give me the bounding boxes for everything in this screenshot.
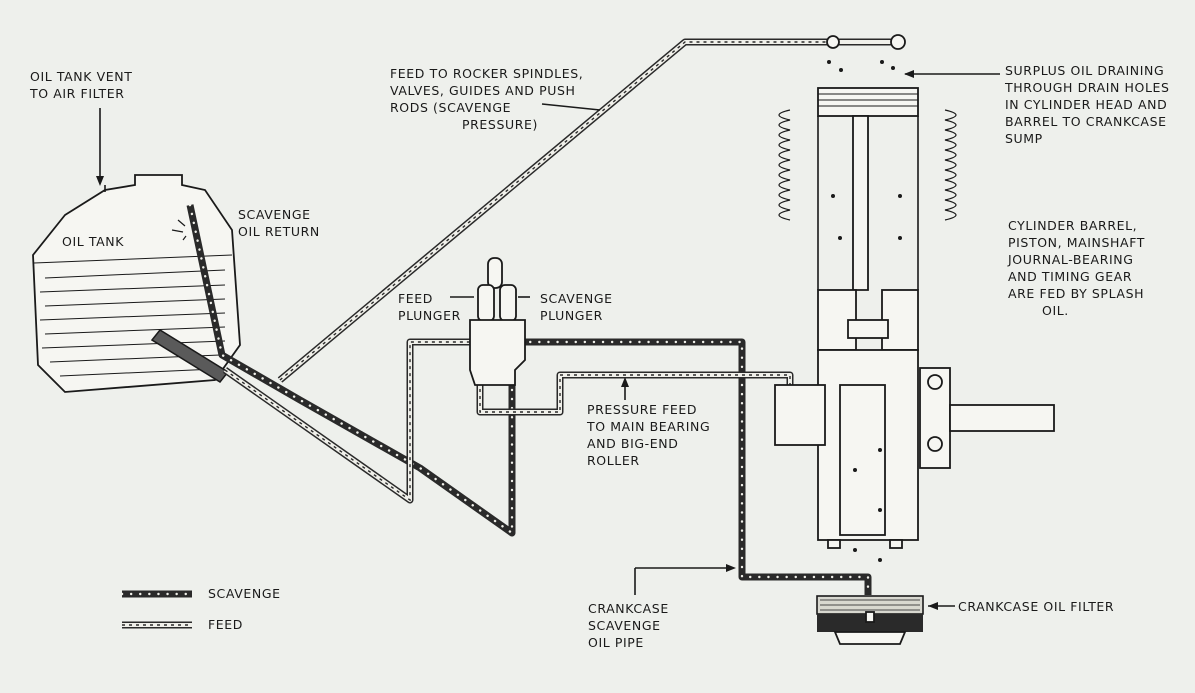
label-line: ARE FED BY SPLASH xyxy=(1008,286,1144,301)
feed-pipe-rocker xyxy=(277,34,906,383)
label-line: OIL TANK VENT xyxy=(30,69,132,84)
label-line: SCAVENGE xyxy=(540,291,613,306)
label-line: OIL. xyxy=(1042,303,1069,318)
label-line: ROLLER xyxy=(587,453,640,468)
oil-tank xyxy=(32,174,241,393)
scavenge-pipe-tank-return xyxy=(186,203,516,537)
label-line: FEED xyxy=(398,291,433,306)
pointer-lines xyxy=(96,70,1000,610)
label-crankcase-oil-filter: CRANKCASE OIL FILTER xyxy=(958,599,1114,614)
label-line: TO MAIN BEARING xyxy=(586,419,710,434)
label-scavenge-oil-return: SCAVENGE OIL RETURN xyxy=(238,207,320,239)
label-pressure-feed: PRESSURE FEED TO MAIN BEARING AND BIG-EN… xyxy=(586,402,710,468)
label-line: SUMP xyxy=(1005,131,1043,146)
feed-pipe-to-plunger xyxy=(222,338,478,504)
label-line: AND TIMING GEAR xyxy=(1008,269,1132,284)
label-feed-plunger: FEED PLUNGER xyxy=(398,291,461,323)
label-line: PLUNGER xyxy=(540,308,603,323)
label-line: PRESSURE) xyxy=(462,117,538,132)
label-line: PISTON, MAINSHAFT xyxy=(1008,235,1145,250)
feed-pipe-main-bearing xyxy=(476,371,794,416)
label-line: BARREL TO CRANKCASE xyxy=(1005,114,1167,129)
crankcase-oil-filter xyxy=(816,595,924,645)
label-feed-to-rocker: FEED TO ROCKER SPINDLES, VALVES, GUIDES … xyxy=(390,66,583,132)
label-line: SCAVENGE xyxy=(588,618,661,633)
oil-level-lines xyxy=(33,254,233,377)
legend: SCAVENGE FEED xyxy=(120,586,281,632)
label-line: VALVES, GUIDES AND PUSH xyxy=(390,83,576,98)
oil-drips xyxy=(827,60,902,562)
label-line: CRANKCASE xyxy=(588,601,669,616)
engine xyxy=(774,87,1055,549)
label-line: PLUNGER xyxy=(398,308,461,323)
label-line: TO AIR FILTER xyxy=(29,86,124,101)
label-line: SURPLUS OIL DRAINING xyxy=(1005,63,1164,78)
label-line: FEED TO ROCKER SPINDLES, xyxy=(390,66,583,81)
label-line: IN CYLINDER HEAD AND xyxy=(1005,97,1167,112)
label-line: RODS (SCAVENGE xyxy=(390,100,511,115)
label-oil-tank: OIL TANK xyxy=(62,234,124,249)
scavenge-pipe-crankcase xyxy=(510,338,872,597)
label-line: AND BIG-END xyxy=(587,436,678,451)
label-line: OIL PIPE xyxy=(588,635,644,650)
label-line: THROUGH DRAIN HOLES xyxy=(1004,80,1170,95)
label-line: OIL RETURN xyxy=(238,224,320,239)
label-line: CYLINDER BARREL, xyxy=(1008,218,1137,233)
label-surplus-oil: SURPLUS OIL DRAINING THROUGH DRAIN HOLES… xyxy=(1004,63,1170,146)
label-line: SCAVENGE xyxy=(238,207,311,222)
oil-pump xyxy=(469,257,526,386)
label-oil-tank-vent: OIL TANK VENT TO AIR FILTER xyxy=(29,69,132,101)
label-splash-oil: CYLINDER BARREL, PISTON, MAINSHAFT JOURN… xyxy=(1007,218,1145,318)
label-crankcase-scavenge-pipe: CRANKCASE SCAVENGE OIL PIPE xyxy=(588,601,669,650)
label-line: PRESSURE FEED xyxy=(587,402,697,417)
legend-scavenge-label: SCAVENGE xyxy=(208,586,281,601)
label-line: JOURNAL-BEARING xyxy=(1007,252,1134,267)
legend-feed-label: FEED xyxy=(208,617,243,632)
label-scavenge-plunger: SCAVENGE PLUNGER xyxy=(540,291,613,323)
